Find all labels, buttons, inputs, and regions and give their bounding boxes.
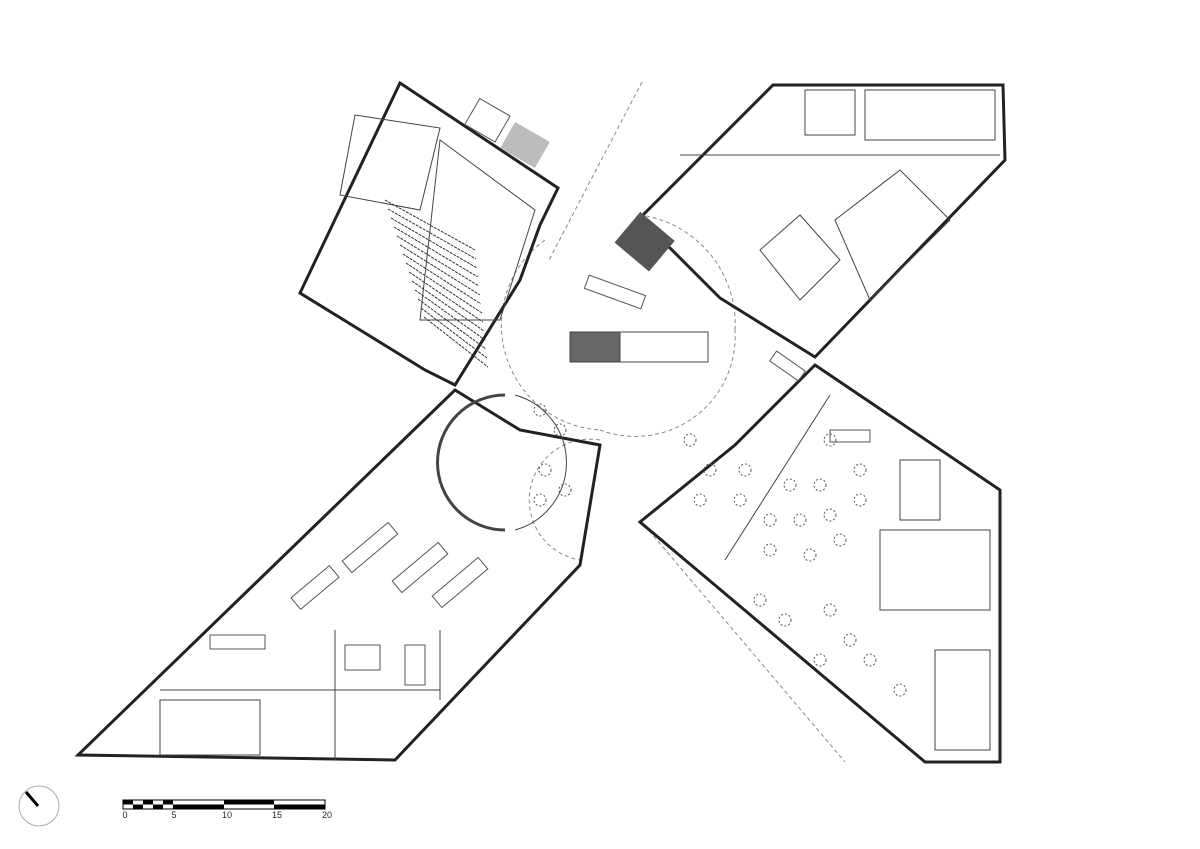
table xyxy=(404,644,426,686)
seat-row xyxy=(417,298,487,350)
auditorium-seating xyxy=(384,199,489,368)
table xyxy=(769,350,806,382)
seat-row xyxy=(420,307,488,359)
axis-lines xyxy=(500,81,846,763)
seat-row xyxy=(384,199,476,251)
north-east-wing xyxy=(637,83,1007,359)
table-with-chairs xyxy=(893,683,907,697)
seat-row xyxy=(414,289,486,341)
seat-row xyxy=(399,244,481,296)
seat-row xyxy=(393,226,479,278)
table xyxy=(344,644,381,671)
seat-row xyxy=(402,253,482,305)
north-arrow-icon xyxy=(18,785,60,827)
seat-row xyxy=(405,262,483,314)
seat-row xyxy=(396,235,480,287)
seat-row xyxy=(411,280,485,332)
south-east-wing xyxy=(637,363,1002,764)
table-with-chairs xyxy=(823,603,837,617)
table xyxy=(583,274,647,310)
table-with-chairs xyxy=(738,463,752,477)
table-with-chairs xyxy=(683,433,697,447)
scale-label-15: 15 xyxy=(271,810,283,820)
skylight xyxy=(464,97,511,143)
scale-label-10: 10 xyxy=(221,810,233,820)
table-with-chairs xyxy=(693,493,707,507)
table-with-chairs xyxy=(823,433,837,447)
seat-row xyxy=(423,316,489,368)
south-west-wing xyxy=(74,388,602,762)
table xyxy=(829,429,871,443)
table-with-chairs xyxy=(703,463,717,477)
furniture xyxy=(209,274,907,697)
table xyxy=(341,521,399,574)
table-with-chairs xyxy=(763,513,777,527)
table-with-chairs xyxy=(733,493,747,507)
table-with-chairs xyxy=(803,548,817,562)
scale-bar xyxy=(122,799,326,810)
table-with-chairs xyxy=(533,493,547,507)
table-with-chairs xyxy=(778,613,792,627)
scale-bar-segment xyxy=(163,800,173,805)
theatre-wing xyxy=(298,80,560,387)
table-with-chairs xyxy=(753,593,767,607)
table xyxy=(209,634,266,650)
table-with-chairs xyxy=(833,533,847,547)
scale-bar-segment xyxy=(123,800,133,805)
exterior-walls xyxy=(74,80,1007,764)
table-with-chairs xyxy=(843,633,857,647)
table-with-chairs xyxy=(853,463,867,477)
scale-bar-segment xyxy=(153,804,163,809)
table-with-chairs xyxy=(558,483,572,497)
hatched-pad xyxy=(500,122,550,168)
scale-label-5: 5 xyxy=(171,810,177,820)
scale-label-20: 20 xyxy=(321,810,333,820)
table-with-chairs xyxy=(853,493,867,507)
seat-row xyxy=(408,271,484,323)
table-with-chairs xyxy=(783,478,797,492)
table-with-chairs xyxy=(538,463,552,477)
scale-bar-segment xyxy=(173,804,224,809)
scale-bar-segment xyxy=(274,804,325,809)
table xyxy=(391,541,449,594)
table-with-chairs xyxy=(863,653,877,667)
table xyxy=(290,564,340,611)
table-with-chairs xyxy=(823,508,837,522)
scale-label-0: 0 xyxy=(122,810,128,820)
scale-bar-segment xyxy=(224,800,274,805)
scale-bar-segment xyxy=(133,804,143,809)
table-with-chairs xyxy=(553,423,567,437)
stair-dark xyxy=(614,211,675,272)
table-with-chairs xyxy=(533,403,547,417)
table xyxy=(431,556,489,609)
table-with-chairs xyxy=(813,478,827,492)
table-with-chairs xyxy=(793,513,807,527)
interior-walls xyxy=(159,89,1000,760)
seat-row xyxy=(390,217,478,269)
seat-row xyxy=(387,208,477,260)
scale-bar-segment xyxy=(143,800,153,805)
table-with-chairs xyxy=(813,653,827,667)
table-with-chairs xyxy=(763,543,777,557)
